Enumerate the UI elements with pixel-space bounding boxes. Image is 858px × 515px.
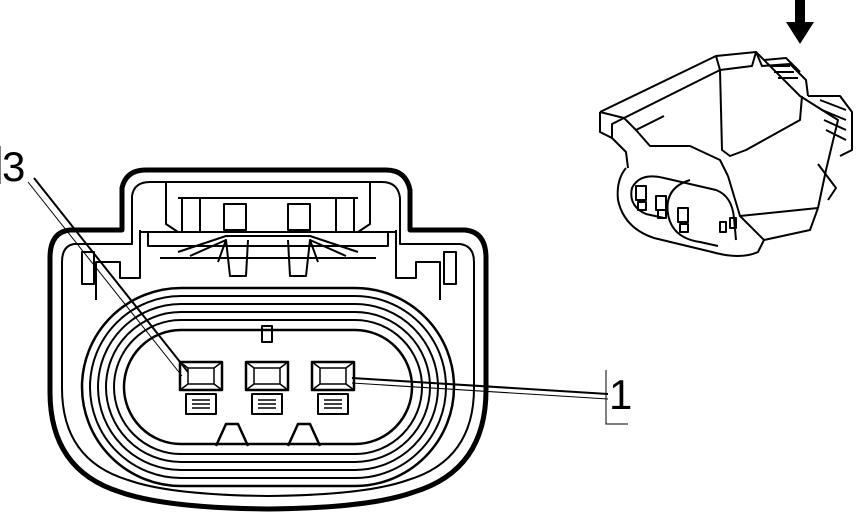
connector-iso-view [599,51,853,257]
side-slot-left [81,251,95,285]
housing-outer-outline [47,167,489,512]
callout-leaders [0,146,628,425]
bottom-key-right [286,422,322,447]
housing-inner-outline [61,181,475,497]
label-1-bracket [605,370,628,425]
connector-face-view [47,167,489,512]
housing-side-notch-right [395,230,441,300]
terminal-cavity-2 [244,360,290,415]
pin-3-label: 3 [2,143,26,190]
terminal-cavity-3 [178,360,224,415]
leader-line-3-shadow [27,181,183,377]
leader-line-1-shadow [351,382,609,400]
terminal-cavity-1 [310,360,356,415]
keying-rib [261,325,273,343]
pin-1-label: 1 [609,371,633,418]
locking-latch [140,182,396,277]
side-slot-right [443,251,457,285]
leader-line-3 [33,177,189,373]
leader-line-1 [351,377,609,395]
seal-rings [80,286,456,488]
bottom-key-left [214,422,250,447]
down-arrow-icon [786,0,814,44]
